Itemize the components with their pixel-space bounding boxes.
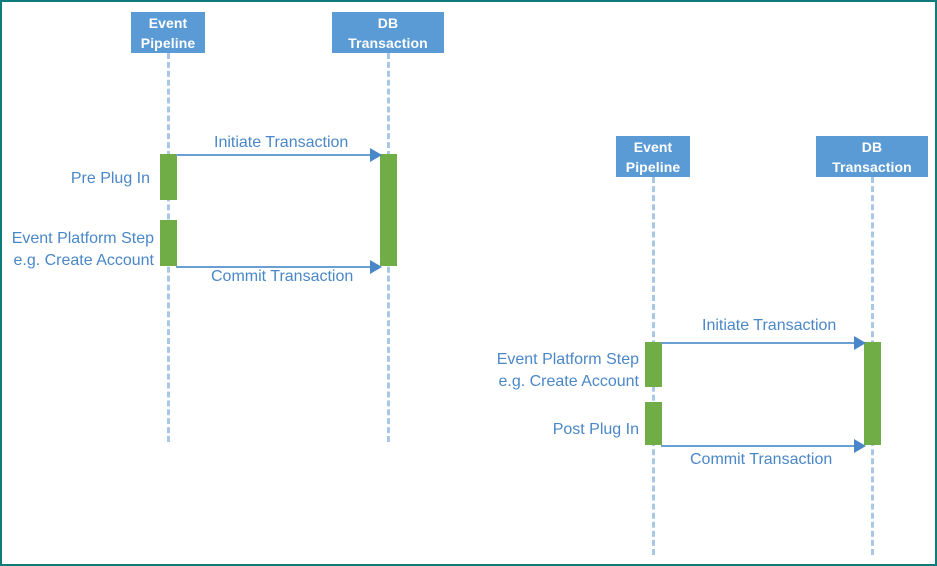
- actor-label-line2: Transaction: [348, 34, 428, 51]
- activation-post-plug-in: [645, 402, 662, 445]
- step-label-line1: Pre Plug In: [70, 170, 150, 187]
- actor-event-pipeline-right[interactable]: Event Pipeline: [616, 136, 690, 177]
- step-label-event-platform-step-left: Event Platform Step e.g. Create Account: [2, 228, 154, 272]
- message-line-commit-left: [176, 266, 372, 268]
- activation-event-platform-step-right: [645, 342, 662, 387]
- actor-label-line1: DB: [861, 138, 883, 155]
- activation-db-transaction-left: [380, 154, 397, 266]
- message-label-initiate-right: Initiate Transaction: [702, 317, 837, 334]
- actor-label-line2: Transaction: [832, 158, 912, 175]
- actor-label-line2: Pipeline: [625, 158, 681, 175]
- activation-event-platform-step-left: [160, 220, 177, 266]
- step-label-line2: e.g. Create Account: [13, 252, 154, 269]
- actor-db-transaction-left[interactable]: DB Transaction: [332, 12, 444, 53]
- message-label-commit-left: Commit Transaction: [211, 268, 354, 285]
- message-label-commit-right: Commit Transaction: [690, 451, 833, 468]
- step-label-event-platform-step-right: Event Platform Step e.g. Create Account: [487, 349, 639, 393]
- step-label-line1: Event Platform Step: [496, 351, 639, 368]
- actor-event-pipeline-left[interactable]: Event Pipeline: [131, 12, 205, 53]
- step-label-line2: e.g. Create Account: [498, 373, 639, 390]
- actor-label-line1: Event: [633, 138, 673, 155]
- message-arrowhead-initiate-right: [854, 336, 866, 350]
- message-arrowhead-commit-right: [854, 439, 866, 453]
- message-arrowhead-initiate-left: [370, 148, 382, 162]
- step-label-line1: Event Platform Step: [11, 230, 154, 247]
- message-arrowhead-commit-left: [370, 260, 382, 274]
- message-line-initiate-left: [176, 154, 372, 156]
- actor-db-transaction-right[interactable]: DB Transaction: [816, 136, 928, 177]
- message-label-initiate-left: Initiate Transaction: [214, 134, 349, 151]
- activation-pre-plug-in: [160, 154, 177, 200]
- message-line-commit-right: [661, 445, 856, 447]
- message-line-initiate-right: [661, 342, 856, 344]
- actor-label-line1: DB: [377, 14, 399, 31]
- step-label-line1: Post Plug In: [552, 421, 639, 438]
- step-label-pre-plug-in: Pre Plug In: [2, 168, 150, 190]
- actor-label-line1: Event: [148, 14, 188, 31]
- activation-db-transaction-right: [864, 342, 881, 445]
- actor-label-line2: Pipeline: [140, 34, 196, 51]
- step-label-post-plug-in: Post Plug In: [487, 419, 639, 441]
